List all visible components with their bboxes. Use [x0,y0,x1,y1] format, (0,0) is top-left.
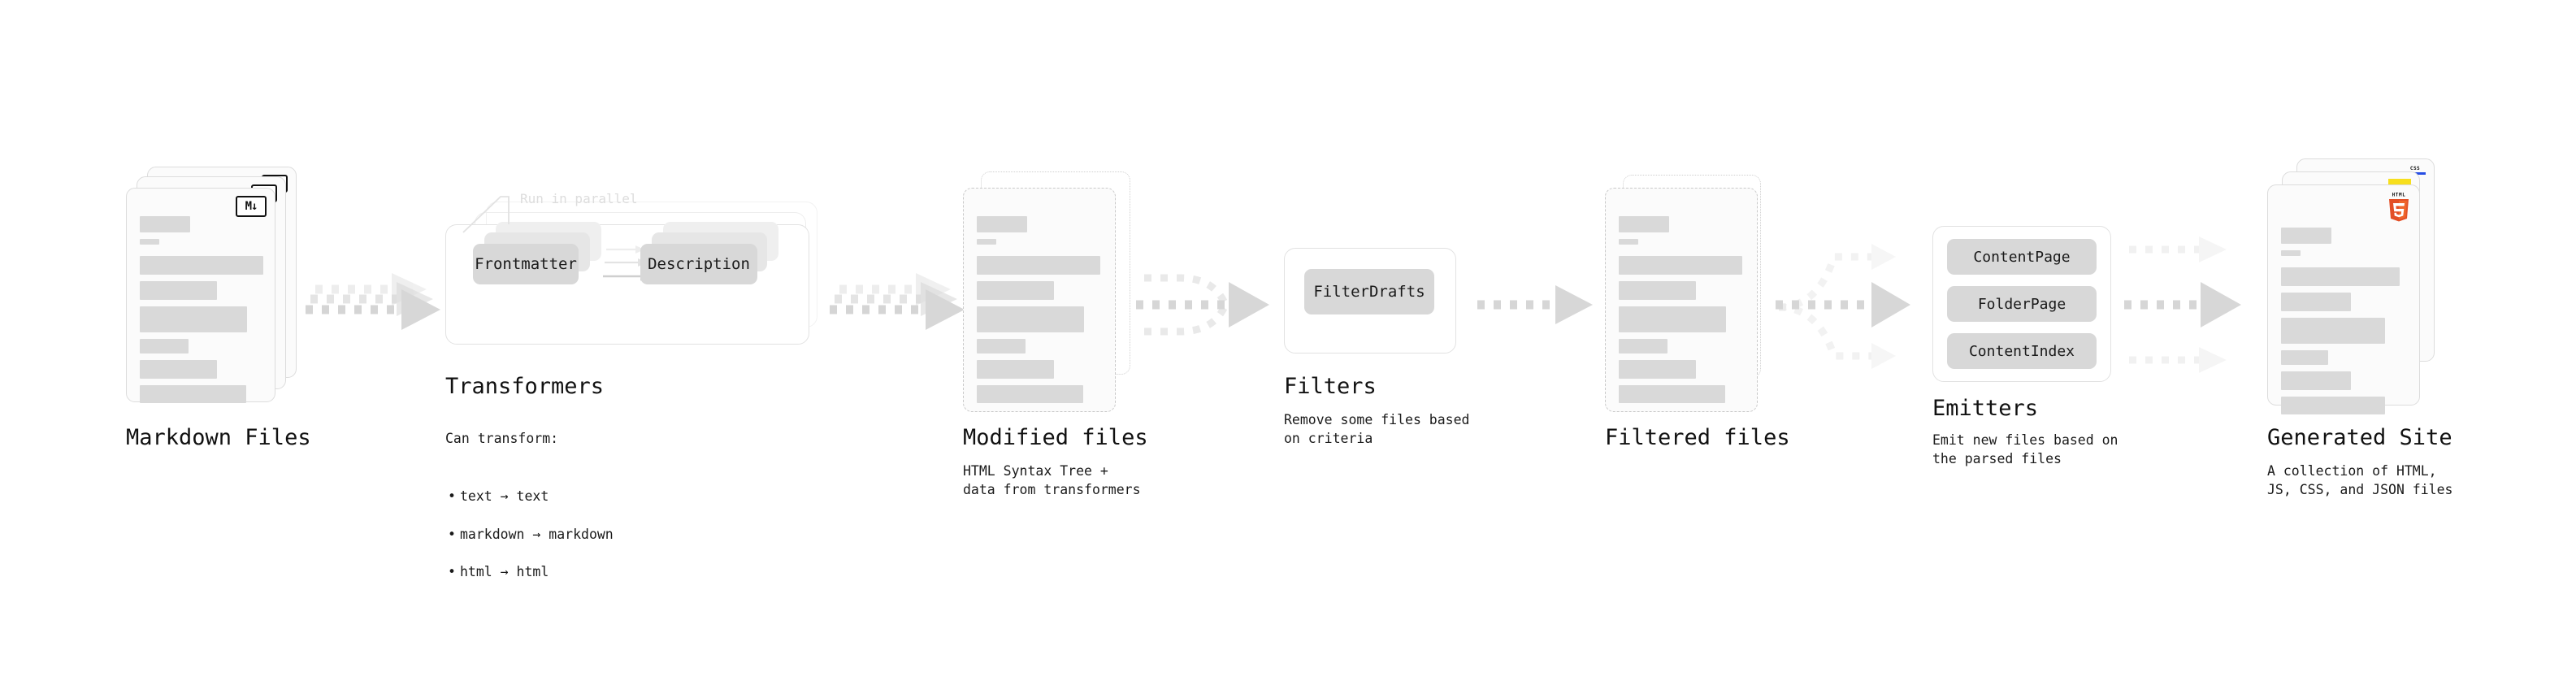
transformer-chip-frontmatter[interactable]: Frontmatter [473,244,579,284]
markdown-icon: M↓ [236,196,267,217]
arrow-modified-to-filters [1130,260,1276,349]
transformers-capability-list: text → text markdown → markdown html → h… [445,467,713,601]
list-item: text → text [445,487,713,506]
html5-icon: HTML [2385,190,2413,223]
emitters-subtitle: Emit new files based on the parsed files [1932,432,2118,467]
transformers-subtitle: Can transform: text → text markdown → ma… [445,410,713,620]
modified-files-title: Modified files [963,425,1148,450]
transformer-chip-description[interactable]: Description [640,244,757,284]
list-item: markdown → markdown [445,525,713,544]
arrow-emitters-to-generated [2124,232,2254,378]
stage-filtered-files [1605,175,1776,412]
placeholder-text-lines [2281,228,2406,421]
modified-file-stack [963,167,1134,412]
stage-emitters: ContentPage FolderPage ContentIndex [1932,226,2119,388]
emitter-chip-contentpage[interactable]: ContentPage [1947,239,2097,275]
emitter-chip-folderpage[interactable]: FolderPage [1947,286,2097,322]
markdown-card-front: M↓ [126,188,275,403]
modified-card-front [963,188,1116,412]
arrow-filtered-to-emitters [1776,236,1922,382]
markdown-file-stack: M↓ M↓ M↓ [126,167,297,403]
stage-generated-site: CSS HTML [2267,158,2438,414]
generated-site-title: Generated Site [2267,425,2452,450]
list-item: html → html [445,562,713,582]
transformers-subtitle-heading: Can transform: [445,431,559,447]
filtered-file-stack [1605,175,1776,412]
placeholder-text-lines [140,216,263,410]
run-in-parallel-label: Run in parallel [520,191,638,206]
placeholder-text-lines [1619,216,1744,410]
modified-files-subtitle: HTML Syntax Tree + data from transformer… [963,463,1141,498]
stage-markdown-files: M↓ M↓ M↓ [126,167,297,403]
filtered-files-title: Filtered files [1605,425,1790,450]
transformers-title: Transformers [445,374,605,399]
svg-text:HTML: HTML [2392,193,2406,198]
stage-filters: FilterDrafts [1284,248,1463,362]
markdown-files-title: Markdown Files [126,425,311,450]
placeholder-text-lines [977,216,1102,410]
stage-transformers: Frontmatter Description [445,202,827,364]
arrow-transformers-to-modified [825,268,979,349]
filters-title: Filters [1284,374,1377,399]
filters-subtitle: Remove some files based on criteria [1284,412,1470,447]
emitter-chip-contentindex[interactable]: ContentIndex [1947,333,2097,369]
arrow-markdown-to-transformers [301,268,455,349]
generated-site-subtitle: A collection of HTML, JS, CSS, and JSON … [2267,463,2453,498]
emitters-title: Emitters [1932,396,2039,421]
arrow-filters-to-filtered [1472,280,1602,329]
filtered-card-front [1605,188,1758,412]
filter-chip-filterdrafts[interactable]: FilterDrafts [1304,269,1434,314]
generated-file-stack: CSS HTML [2267,158,2438,414]
generated-card-html: HTML [2267,184,2420,414]
stage-modified-files [963,167,1134,412]
